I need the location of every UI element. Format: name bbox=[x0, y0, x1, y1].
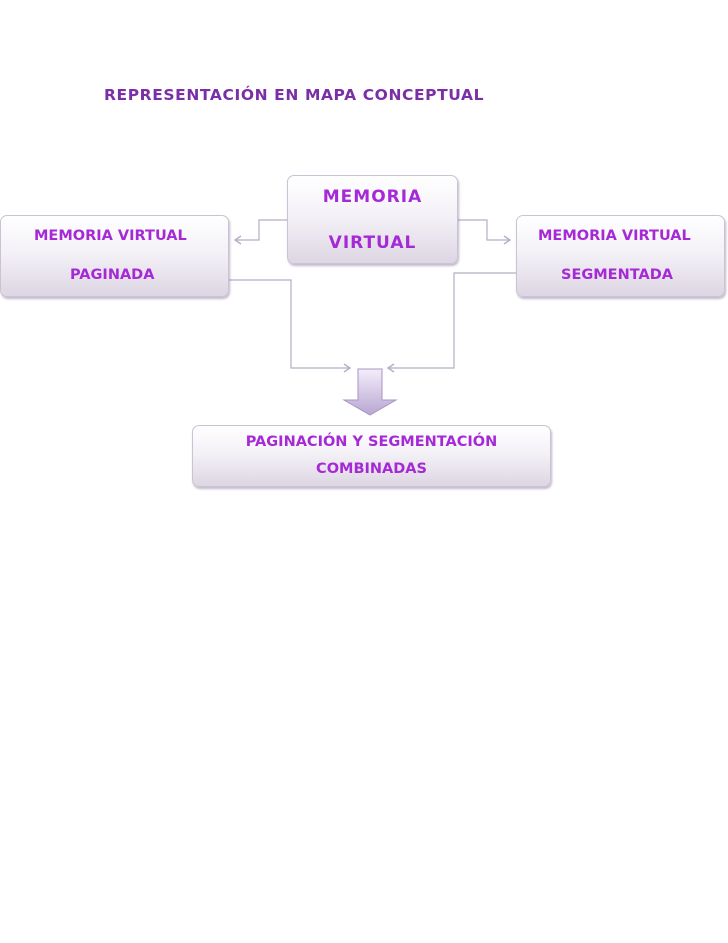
node-memoria-virtual: MEMORIA VIRTUAL bbox=[287, 175, 458, 264]
node-label-line: VIRTUAL bbox=[328, 232, 417, 253]
node-label-line: PAGINACIÓN Y SEGMENTACIÓN bbox=[245, 434, 498, 450]
node-label-line: MEMORIA bbox=[322, 186, 423, 207]
node-memoria-virtual-paginada: MEMORIA VIRTUAL PAGINADA bbox=[0, 215, 229, 297]
node-memoria-virtual-segmentada: MEMORIA VIRTUAL SEGMENTADA bbox=[516, 215, 725, 297]
node-label-line: MEMORIA VIRTUAL bbox=[34, 228, 187, 244]
node-label-line: SEGMENTADA bbox=[561, 267, 673, 283]
page-title: REPRESENTACIÓN EN MAPA CONCEPTUAL bbox=[104, 86, 485, 104]
node-label-line: PAGINADA bbox=[70, 267, 155, 283]
connector-left-to-combined bbox=[229, 279, 352, 373]
node-paginacion-segmentacion-combinadas: PAGINACIÓN Y SEGMENTACIÓN COMBINADAS bbox=[192, 425, 551, 487]
connector-right-to-combined bbox=[386, 272, 516, 373]
connector-center-to-left bbox=[233, 219, 287, 245]
down-arrow-icon bbox=[342, 368, 398, 416]
node-label-line: MEMORIA VIRTUAL bbox=[538, 228, 691, 244]
connector-center-to-right bbox=[458, 219, 512, 245]
node-label-line: COMBINADAS bbox=[316, 461, 427, 477]
